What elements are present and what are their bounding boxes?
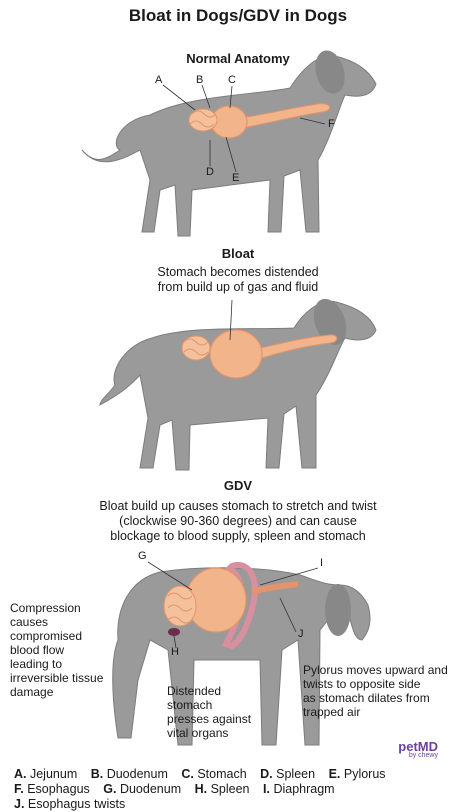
- marker-d: D: [206, 166, 214, 178]
- legend-item-c: C. Stomach: [181, 767, 246, 781]
- marker-f: F: [328, 118, 335, 130]
- marker-c: C: [228, 74, 236, 86]
- marker-g: G: [138, 550, 147, 562]
- legend-item-h: H. Spleen: [195, 782, 250, 796]
- bloat-description: Stomach becomes distended from build up …: [0, 265, 476, 295]
- legend-row-2: F. Esophagus G. Duodenum H. Spleen I. Di…: [14, 782, 345, 797]
- marker-h: H: [171, 646, 179, 658]
- gdv-heading: GDV: [0, 478, 476, 493]
- bloat-heading: Bloat: [0, 246, 476, 261]
- legend-item-a: A. Jejunum: [14, 767, 77, 781]
- marker-a: A: [155, 74, 162, 86]
- marker-b: B: [196, 74, 203, 86]
- distended-stomach-callout: Distended stomach presses against vital …: [167, 684, 251, 740]
- legend-row-1: A. Jejunum B. Duodenum C. Stomach D. Spl…: [14, 767, 396, 782]
- legend-item-j: J. Esophagus twists: [14, 797, 125, 811]
- pylorus-callout: Pylorus moves upward and twists to oppos…: [303, 663, 448, 719]
- legend-row-3: J. Esophagus twists: [14, 797, 135, 812]
- legend-item-b: B. Duodenum: [91, 767, 168, 781]
- legend-item-i: I. Diaphragm: [263, 782, 335, 796]
- marker-j: J: [298, 628, 304, 640]
- bloat-dog: [100, 294, 376, 470]
- compression-callout: Compression causes compromised blood flo…: [10, 601, 103, 699]
- chewy-byline: by chewy: [409, 752, 438, 759]
- normal-anatomy-heading: Normal Anatomy: [0, 51, 476, 66]
- marker-i: I: [320, 557, 323, 569]
- marker-e: E: [232, 172, 239, 184]
- legend-item-e: E. Pylorus: [329, 767, 386, 781]
- legend-item-f: F. Esophagus: [14, 782, 90, 796]
- legend-item-d: D. Spleen: [260, 767, 315, 781]
- page-title: Bloat in Dogs/GDV in Dogs: [0, 6, 476, 26]
- gdv-description: Bloat build up causes stomach to stretch…: [0, 499, 476, 544]
- legend-item-g: G. Duodenum: [103, 782, 181, 796]
